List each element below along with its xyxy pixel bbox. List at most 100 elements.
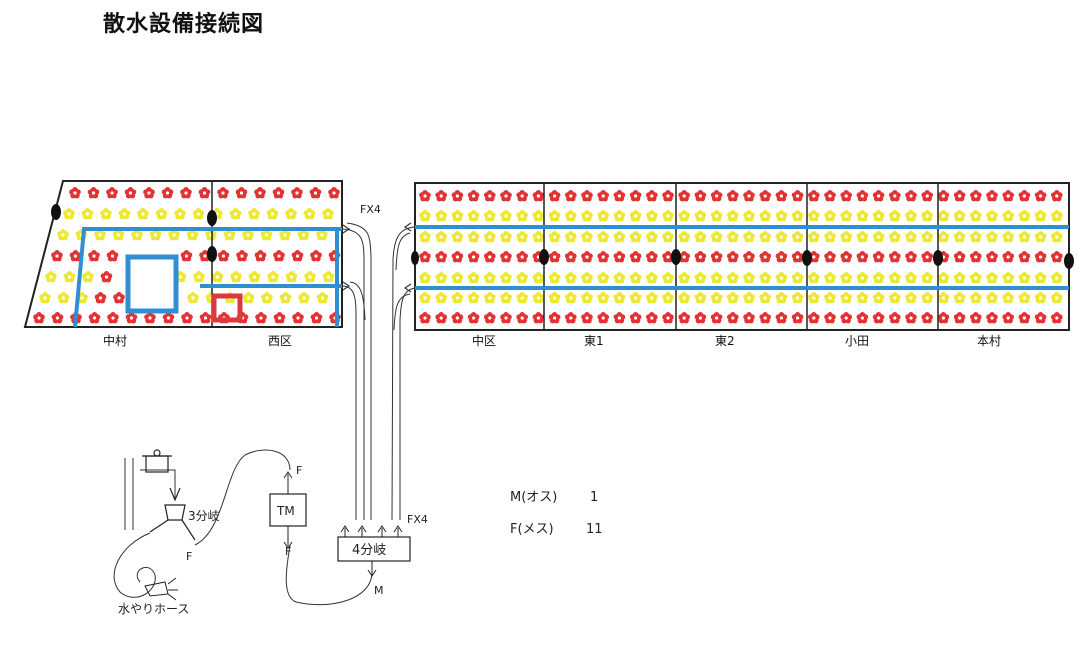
flower-icon [597, 312, 609, 324]
flower-icon [889, 231, 901, 243]
section-label-nakaku: 中区 [472, 333, 496, 348]
flower-icon [199, 250, 211, 262]
flower-icon [759, 272, 771, 284]
flower-icon [678, 231, 690, 243]
flower-icon [261, 292, 273, 304]
flower-icon [775, 272, 788, 284]
flower-icon [1034, 210, 1047, 222]
flower-icon [694, 231, 707, 243]
flower-icon [435, 272, 448, 284]
flower-icon [597, 292, 609, 304]
flower-icon [1051, 312, 1063, 324]
flower-icon [451, 292, 464, 304]
flower-icon [986, 312, 998, 324]
flower-icon [889, 272, 901, 284]
flower-icon [500, 231, 512, 243]
flower-icon [292, 312, 304, 324]
flower-icon [662, 292, 674, 304]
flower-icon [727, 210, 739, 222]
flower-icon [759, 210, 771, 222]
flower-icon [1002, 190, 1014, 202]
flower-icon [970, 190, 982, 202]
page-title: 散水設備接続図 [103, 12, 265, 37]
flower-icon [266, 208, 279, 220]
flower-icon [775, 251, 788, 263]
flower-icon [986, 231, 998, 243]
flower-icon [419, 210, 431, 222]
flower-icon [646, 312, 658, 324]
flower-icon [889, 312, 901, 324]
flower-icon [1002, 272, 1014, 284]
flower-icon [743, 251, 755, 263]
flower-icon [1018, 210, 1031, 222]
flower-icon [905, 210, 917, 222]
flower-icon [81, 208, 94, 220]
flower-icon [303, 208, 316, 220]
flower-icon [57, 229, 69, 241]
flower-icon [87, 187, 100, 199]
flower-icon [889, 251, 901, 263]
flower-icon [548, 251, 561, 263]
flower-icon [548, 210, 561, 222]
f-label-timer-bottom: F [285, 545, 291, 558]
flower-icon [532, 190, 545, 202]
flower-icon [435, 231, 448, 243]
flower-icon [872, 190, 885, 202]
flower-icon [532, 231, 545, 243]
flower-icon [856, 231, 869, 243]
flower-icon [759, 292, 771, 304]
flower-icon [255, 312, 267, 324]
flower-icon [1002, 231, 1014, 243]
flower-icon [937, 210, 950, 222]
section-label-higashi2: 東2 [715, 334, 735, 348]
flower-icon [516, 251, 528, 263]
flower-icon [260, 229, 273, 241]
flower-icon [613, 251, 626, 263]
flower-icon [791, 272, 804, 284]
flower-icon [435, 190, 448, 202]
flower-icon [131, 229, 143, 241]
flower-icon [51, 312, 64, 324]
flower-icon [694, 272, 707, 284]
valve-dots [51, 204, 1074, 269]
flower-icon [710, 210, 723, 222]
flower-icon [613, 231, 626, 243]
flower-icon [419, 292, 431, 304]
legend-count-female: 11 [586, 522, 603, 537]
flower-icon [298, 292, 310, 304]
flower-icon [629, 210, 642, 222]
flower-icon [970, 272, 982, 284]
flower-icon [808, 210, 820, 222]
flower-icon [419, 251, 431, 263]
flower-icon [229, 208, 242, 220]
flower-icon [905, 312, 917, 324]
flower-icon [775, 292, 788, 304]
splitter-3way [149, 504, 196, 541]
flower-icon [613, 292, 626, 304]
splitter-4way [337, 536, 411, 562]
flower-icon [1051, 272, 1063, 284]
timer-ports [283, 471, 293, 549]
flower-icon [1051, 210, 1063, 222]
flower-icon [198, 187, 211, 199]
flower-icon [824, 251, 836, 263]
flower-icon [694, 251, 707, 263]
flower-icon [694, 190, 707, 202]
flower-icon [88, 250, 100, 262]
flower-icon [629, 231, 642, 243]
flower-icon [694, 210, 707, 222]
splitter-4way-ports [340, 525, 403, 577]
connector-arrows [342, 222, 412, 293]
flower-icon [516, 190, 528, 202]
flower-icon [199, 312, 212, 324]
flower-icon [180, 187, 192, 199]
flower-icon [516, 210, 528, 222]
flower-icon [467, 312, 480, 324]
flower-icon [124, 187, 137, 199]
flower-icon [451, 312, 464, 324]
flower-icon [548, 231, 561, 243]
flower-icon [1034, 190, 1047, 202]
flower-icon [840, 272, 852, 284]
flower-icon [309, 187, 322, 199]
flower-icon [678, 272, 690, 284]
